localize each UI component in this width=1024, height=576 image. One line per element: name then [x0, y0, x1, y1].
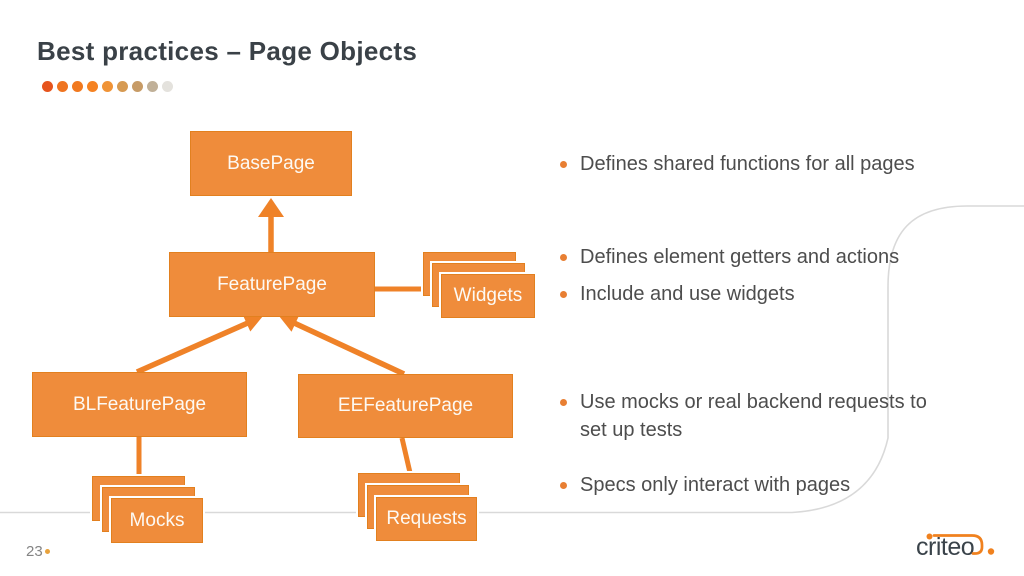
edge-ee-to-requests [399, 437, 414, 478]
stack-layer-front: Widgets [439, 272, 537, 320]
bullet-text: Include and use widgets [580, 283, 795, 305]
title-accent-dot [132, 81, 143, 92]
criteo-logo-period-dot [987, 548, 995, 555]
bullet-text: Use mocks or real backend requests to se… [580, 391, 927, 441]
slide-title: Best practices – Page Objects [37, 36, 418, 66]
title-accent-dot [72, 81, 83, 92]
bullet-dot-icon [560, 254, 567, 261]
criteo-logo-text: criteo [916, 533, 974, 561]
title-accent-dot [57, 81, 68, 92]
title-accent-dots [42, 81, 173, 92]
page-number: 23 [26, 543, 43, 560]
title-accent-dot [162, 81, 173, 92]
arrowhead-ee-to-feature [279, 315, 300, 332]
bullet-item: Specs only interact with pages [560, 471, 990, 499]
bullet-item: Defines shared functions for all pages [560, 150, 990, 178]
stack-layer-front: Requests [374, 495, 479, 543]
edge-bl-to-feature [135, 319, 252, 375]
diagram-node-blfeaturepage: BLFeaturePage [32, 372, 247, 437]
bullet-dot-icon [560, 482, 567, 489]
arrowhead-feature-to-base [258, 198, 284, 217]
bullet-item: Include and use widgets [560, 280, 990, 308]
page-number-dot-icon [45, 549, 50, 554]
diagram-node-label: Requests [386, 508, 467, 529]
diagram-node-label: Widgets [453, 285, 523, 306]
diagram-node-label: Mocks [129, 509, 185, 531]
title-accent-dot [147, 81, 158, 92]
bullet-text: Defines shared functions for all pages [580, 153, 915, 175]
bullet-text: Defines element getters and actions [580, 246, 900, 268]
diagram-node-label: FeaturePage [217, 273, 327, 295]
bullet-dot-icon [560, 161, 567, 168]
bullet-dot-icon [560, 399, 567, 406]
bullet-dot-icon [560, 291, 567, 298]
diagram-node-basepage: BasePage [190, 131, 352, 196]
bullet-item: Use mocks or real backend requests to se… [560, 388, 990, 444]
title-accent-dot [117, 81, 128, 92]
title-accent-dot [42, 81, 53, 92]
title-accent-dot [102, 81, 113, 92]
criteo-logo: criteo [916, 533, 995, 561]
criteo-logo-hook [932, 534, 984, 555]
diagram-node-label: BLFeaturePage [72, 393, 207, 415]
title-accent-dot [87, 81, 98, 92]
criteo-logo-i-dot [926, 533, 933, 540]
diagram-node-eefeaturepage: EEFeaturePage [298, 374, 513, 438]
diagram-node-featurepage: FeaturePage [169, 252, 375, 317]
bullet-item: Defines element getters and actions [560, 243, 990, 271]
stack-layer-front: Mocks [109, 496, 205, 545]
diagram-node-label: EEFeaturePage [337, 395, 474, 416]
arrowhead-bl-to-feature [242, 315, 263, 332]
diagram-node-label: BasePage [227, 152, 315, 174]
edge-ee-to-feature [290, 319, 406, 377]
bullet-text: Specs only interact with pages [580, 474, 851, 496]
